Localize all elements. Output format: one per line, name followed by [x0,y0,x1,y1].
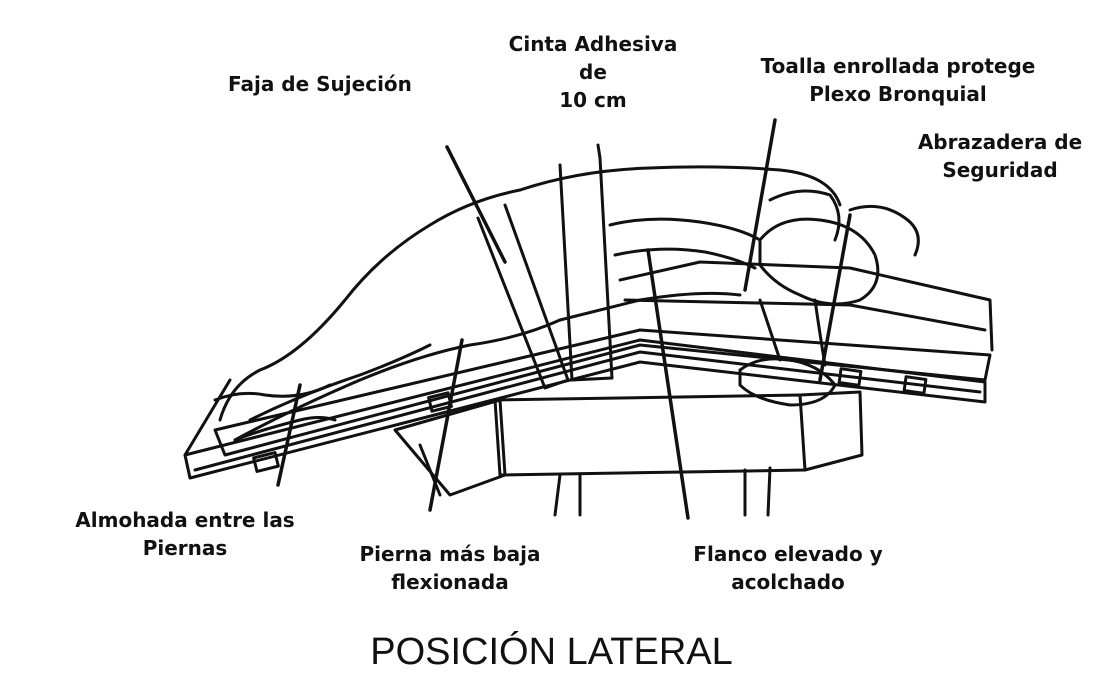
label-toalla-enrollada: Toalla enrollada protege Plexo Bronquial [728,52,1068,108]
label-pierna-mas-baja: Pierna más baja flexionada [335,540,565,596]
label-faja-de-sujecion: Faja de Sujeción [228,70,412,98]
pointer-flanco [648,250,688,518]
label-abrazadera-de-seguridad: Abrazadera de Seguridad [905,128,1095,184]
table-pedestal [395,392,862,515]
figure-caption: POSICIÓN LATERAL [0,630,1103,674]
label-almohada-entre-las-piernas: Almohada entre las Piernas [40,506,330,562]
pointer-pierna [430,340,462,510]
label-cinta-adhesiva: Cinta Adhesiva de 10 cm [488,30,698,114]
label-flanco-elevado: Flanco elevado y acolchado [668,540,908,596]
pointer-faja [447,147,505,262]
